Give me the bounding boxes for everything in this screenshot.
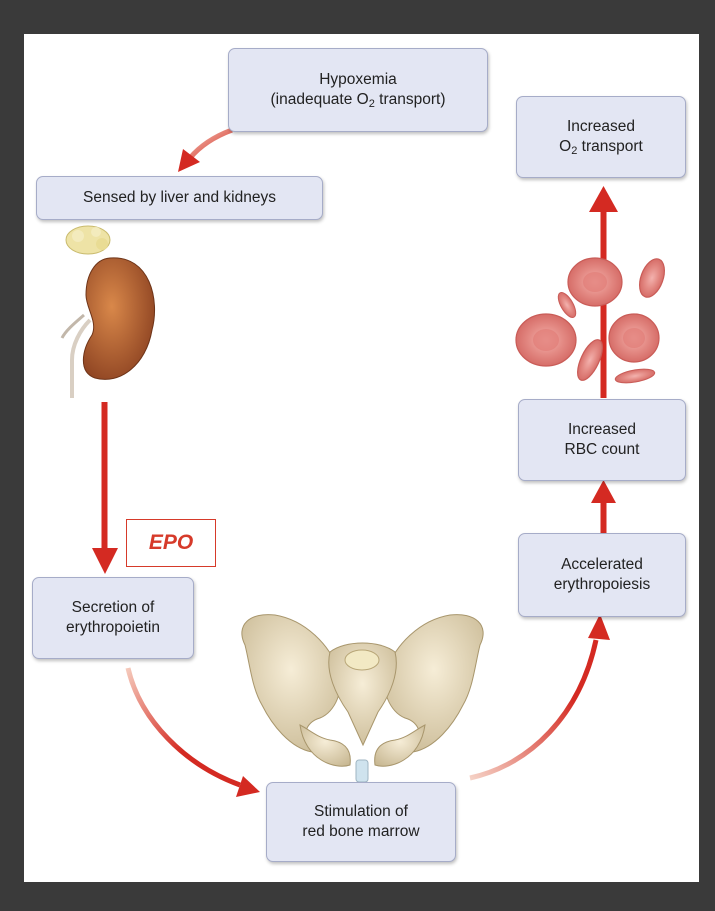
secretion-line2: erythropoietin	[66, 619, 160, 636]
box-rbc-count: Increased RBC count	[518, 399, 686, 481]
rbc-count-line1: Increased	[567, 421, 637, 438]
kidney-icon	[60, 225, 156, 398]
accelerated-line2: erythropoiesis	[553, 576, 651, 593]
box-accelerated: Accelerated erythropoiesis	[518, 533, 686, 617]
sensed-label: Sensed by liver and kidneys	[82, 189, 276, 206]
stimulation-line1: Stimulation of	[314, 803, 408, 820]
box-hypoxemia: Hypoxemia (inadequate O2 transport)	[228, 48, 488, 132]
hypoxemia-line2: (inadequate O2 transport)	[270, 91, 446, 110]
hypoxemia-line1: Hypoxemia	[319, 71, 397, 88]
arrow-hypoxemia-to-sensed	[178, 127, 233, 172]
stimulation-line2: red bone marrow	[302, 823, 420, 840]
arrow-accelerated-to-rbc	[591, 480, 616, 534]
arrow-kidney-to-secretion	[92, 402, 118, 574]
arrow-stimulation-to-accelerated	[469, 614, 610, 781]
red-blood-cells-icon	[515, 186, 665, 398]
secretion-line1: Secretion of	[71, 599, 155, 616]
accelerated-line1: Accelerated	[561, 556, 643, 573]
box-secretion: Secretion of erythropoietin	[32, 577, 194, 659]
box-sensed: Sensed by liver and kidneys	[36, 176, 323, 220]
box-o2-transport: Increased O2 transport	[516, 96, 686, 178]
epo-label: EPO	[126, 519, 216, 567]
pelvis-icon	[241, 614, 484, 783]
rbc-count-line2: RBC count	[564, 441, 640, 458]
arrow-secretion-to-stimulation	[125, 667, 260, 797]
box-stimulation: Stimulation of red bone marrow	[266, 782, 456, 862]
o2-transport-line2: O2 transport	[559, 138, 643, 157]
o2-transport-line1: Increased	[566, 118, 636, 135]
